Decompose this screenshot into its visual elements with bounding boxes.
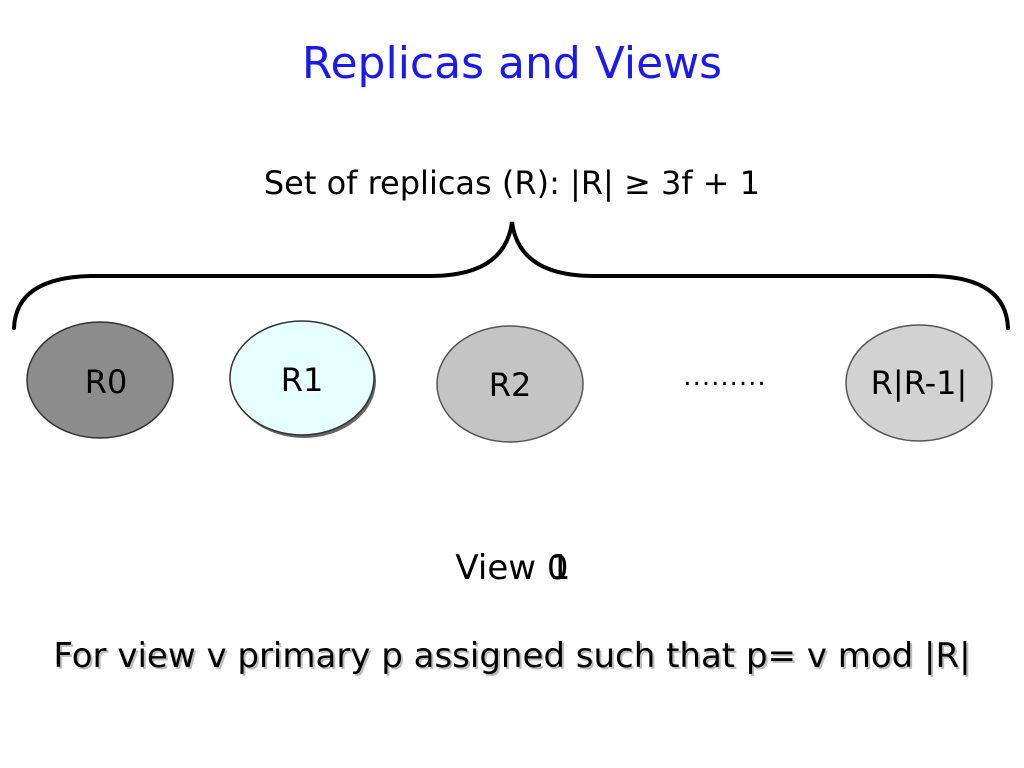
- primary-assignment-rule: For view v primary p assigned such that …: [53, 636, 971, 676]
- view-number-current: 0: [546, 548, 569, 588]
- replica-set-label: Set of replicas (R): |R| ≥ 3f + 1: [263, 164, 761, 202]
- replica-label-r2: R2: [488, 366, 532, 404]
- view-prefix: View: [455, 548, 547, 588]
- slide-title: Replicas and Views: [301, 38, 723, 89]
- replica-label-r1: R1: [280, 361, 324, 399]
- curly-brace: [12, 221, 1010, 330]
- replica-node-rlast: [845, 324, 993, 442]
- replica-node-r2: [436, 325, 584, 443]
- replica-label-r0: R0: [84, 363, 128, 401]
- replica-label-rlast: R|R-1|: [870, 364, 968, 402]
- ellipsis: .........: [683, 362, 767, 392]
- replica-node-r1: [229, 320, 375, 436]
- view-number-overlay: 1: [548, 548, 571, 588]
- replica-node-r0: [26, 321, 174, 439]
